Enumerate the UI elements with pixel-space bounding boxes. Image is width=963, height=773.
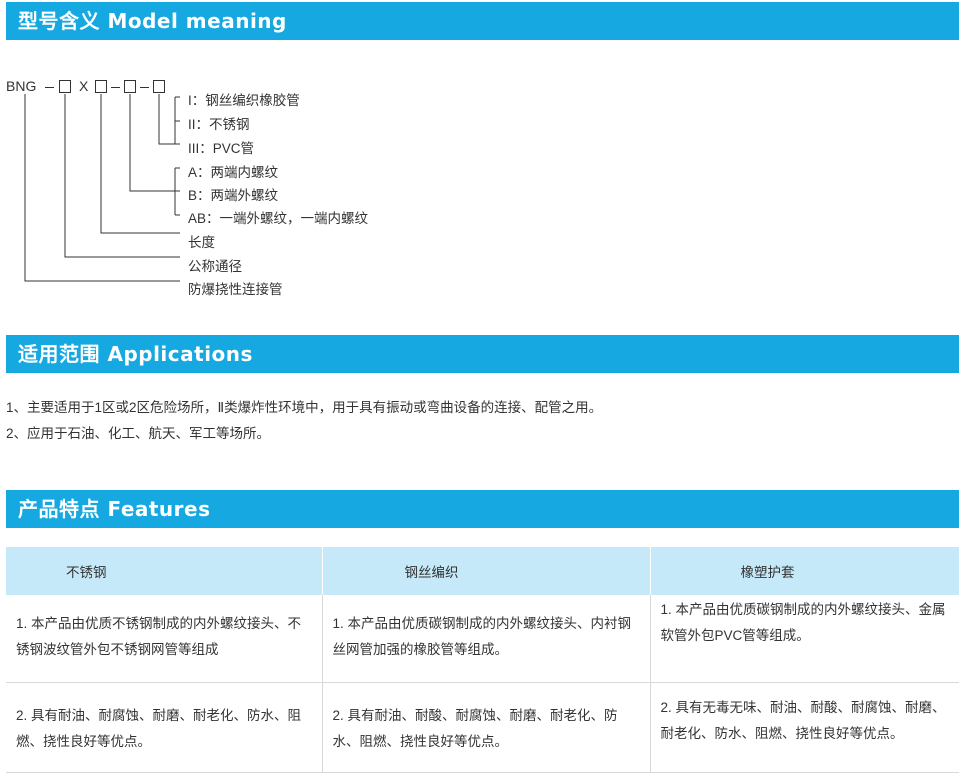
label-stainless-steel: II：不锈钢: [188, 117, 250, 132]
code-dash: [45, 87, 54, 88]
header-stainless-steel: 不锈钢: [6, 547, 323, 595]
code-box-thread: [124, 80, 136, 93]
label-mixed-thread: AB：一端外螺纹，一端内螺纹: [188, 211, 369, 226]
code-prefix: BNG: [6, 78, 37, 94]
label-pvc-pipe: III：PVC管: [188, 141, 255, 156]
table-cell: 2. 具有耐油、耐腐蚀、耐磨、耐老化、防水、阻燃、挠性良好等优点。: [6, 682, 323, 773]
model-connector-lines: [24, 94, 180, 282]
model-code-diagram: BNG X: [0, 60, 600, 310]
table-cell: 2. 具有无毒无味、耐油、耐酸、耐腐蚀、耐磨、耐老化、防水、阻燃、挠性良好等优点…: [650, 682, 959, 773]
code-x-letter: X: [79, 78, 89, 94]
table-cell: 2. 具有耐油、耐酸、耐腐蚀、耐磨、耐老化、防水、阻燃、挠性良好等优点。: [322, 682, 651, 773]
table-cell: 1. 本产品由优质碳钢制成的内外螺纹接头、金属软管外包PVC管等组成。: [650, 595, 959, 683]
code-box-material: [153, 80, 165, 93]
table-cell: 1. 本产品由优质碳钢制成的内外螺纹接头、内衬钢丝网管加强的橡胶管等组成。: [322, 595, 651, 683]
section-title-model: 型号含义 Model meaning: [6, 2, 959, 40]
header-rubber-plastic-sheath: 橡塑护套: [650, 547, 959, 595]
section-title-features: 产品特点 Features: [6, 490, 959, 528]
features-table: 不锈钢 钢丝编织 橡塑护套 1. 本产品由优质不锈钢制成的内外螺纹接头、不锈钢波…: [6, 547, 959, 773]
code-dash: [111, 87, 120, 88]
code-dash: [140, 87, 149, 88]
application-item: 2、应用于石油、化工、航天、军工等场所。: [6, 426, 271, 441]
label-nominal-diameter: 公称通径: [188, 259, 242, 274]
table-row: 1. 本产品由优质不锈钢制成的内外螺纹接头、不锈钢波纹管外包不锈钢网管等组成 1…: [6, 595, 959, 683]
code-box-length: [95, 80, 107, 93]
section-title-applications: 适用范围 Applications: [6, 335, 959, 373]
label-male-thread: B：两端外螺纹: [188, 188, 279, 203]
header-steel-wire-braid: 钢丝编织: [322, 547, 651, 595]
features-header-row: 不锈钢 钢丝编织 橡塑护套: [6, 547, 959, 595]
label-female-thread: A：两端内螺纹: [188, 165, 279, 180]
label-steel-wire-rubber-hose: I：钢丝编织橡胶管: [188, 93, 300, 108]
table-cell: 1. 本产品由优质不锈钢制成的内外螺纹接头、不锈钢波纹管外包不锈钢网管等组成: [6, 595, 323, 683]
application-item: 1、主要适用于1区或2区危险场所，Ⅱ类爆炸性环境中，用于具有振动或弯曲设备的连接…: [6, 400, 603, 415]
applications-list: 1、主要适用于1区或2区危险场所，Ⅱ类爆炸性环境中，用于具有振动或弯曲设备的连接…: [6, 395, 602, 447]
label-length: 长度: [188, 235, 215, 250]
label-product-name: 防爆挠性连接管: [188, 282, 283, 297]
code-box-diameter: [59, 80, 71, 93]
table-row: 2. 具有耐油、耐腐蚀、耐磨、耐老化、防水、阻燃、挠性良好等优点。 2. 具有耐…: [6, 682, 959, 773]
